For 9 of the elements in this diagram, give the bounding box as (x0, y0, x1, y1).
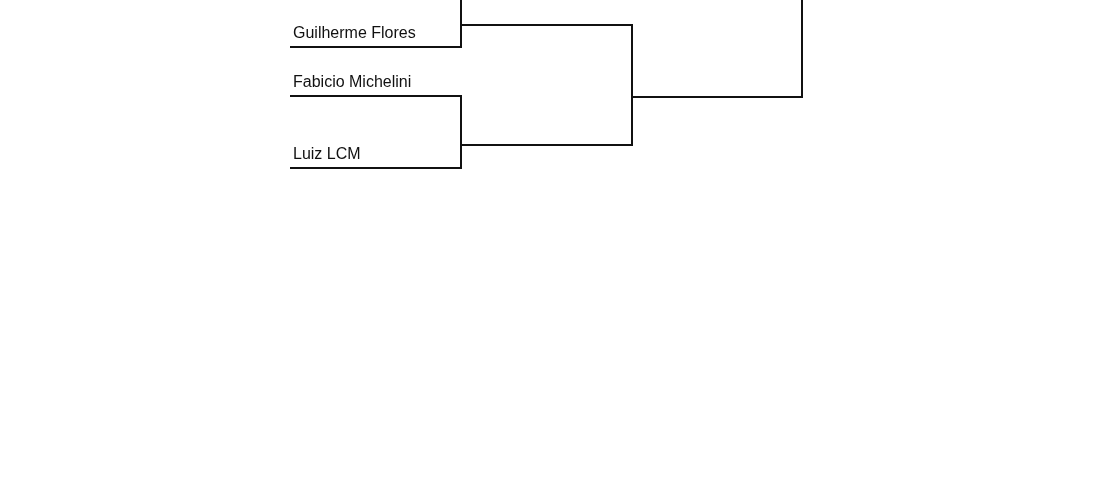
bracket-slot (290, 145, 462, 169)
bracket-slot (290, 73, 462, 97)
bracket-line (460, 95, 462, 169)
bracket-line (460, 0, 462, 48)
player-name: Luiz LCM (293, 145, 361, 162)
player-name: Fabicio Michelini (293, 73, 412, 90)
player-name: Guilherme Flores (293, 24, 416, 41)
bracket-slot (290, 24, 462, 48)
bracket-line (460, 24, 633, 146)
